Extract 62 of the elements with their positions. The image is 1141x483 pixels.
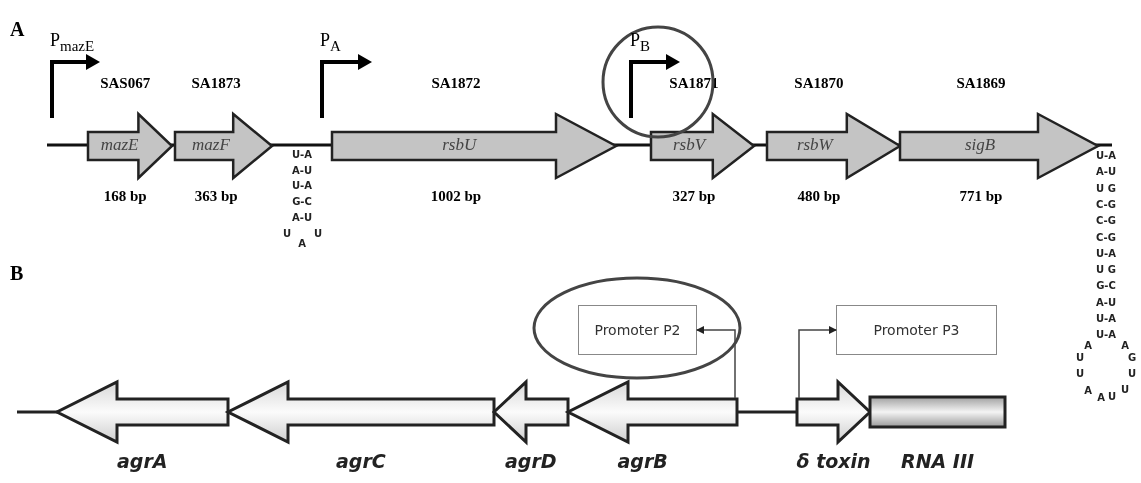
promoter-box: Promoter P3 [836, 305, 997, 355]
base-pair: C-G [1096, 198, 1116, 211]
base-letter: U [1120, 384, 1130, 396]
gene-length: 363 bp [194, 188, 238, 205]
gene-label: rsbV [673, 135, 706, 155]
promoter-label: P$_{A}$ [320, 30, 341, 55]
base-pair: U-A [1096, 313, 1116, 325]
gene-label: δ toxin [796, 450, 871, 472]
base-pair: A-U [292, 164, 312, 177]
connector-arrow [798, 326, 837, 399]
promoter-label: P$_{mazE}$ [50, 30, 95, 55]
base-pair: G-C [1096, 280, 1116, 293]
connector-arrow [696, 326, 736, 399]
base-letter: U [1107, 391, 1117, 403]
panel-letter: A [10, 18, 25, 41]
base-letter: A [298, 238, 306, 250]
gene-label: rsbW [796, 135, 833, 155]
gene-label: RNA III [901, 450, 975, 472]
locus-tag: SA1870 [794, 75, 844, 92]
base-pair: U G [1096, 264, 1116, 277]
base-letter: A [1121, 340, 1129, 352]
gene-length: 327 bp [672, 188, 716, 205]
base-letter: A [1084, 340, 1092, 352]
base-letter: U [313, 228, 323, 240]
gene-label: agrD [505, 450, 557, 472]
base-letter: A [1084, 385, 1092, 397]
base-pair: U-A [292, 149, 312, 161]
base-pair: C-G [1096, 215, 1116, 228]
locus-tag: SAS067 [100, 75, 151, 92]
base-pair: A-U [1096, 166, 1116, 179]
base-pair: C-G [1096, 231, 1116, 244]
base-pair: U-A [292, 180, 312, 193]
gene-label: rsbU [442, 135, 477, 155]
gene-label: mazE [100, 135, 139, 155]
gene-label: sigB [964, 135, 996, 155]
base-pair: G-C [292, 196, 312, 209]
locus-tag: SA1873 [191, 75, 241, 92]
gene-label: mazF [192, 135, 230, 155]
base-pair: U G [1096, 182, 1116, 195]
gene-length: 1002 bp [430, 188, 482, 205]
promoter-box: Promoter P2 [578, 305, 697, 355]
gene-length: 480 bp [797, 188, 841, 205]
gene-label: agrC [336, 450, 386, 472]
base-pair: U-A [1096, 329, 1116, 342]
base-pair: U-A [1096, 247, 1116, 260]
base-pair: U-A [1096, 150, 1116, 162]
base-pair: A-U [1096, 296, 1116, 309]
locus-tag: SA1872 [431, 75, 481, 92]
base-letter: G [1127, 352, 1137, 364]
base-letter: U [282, 228, 292, 240]
gene-length: 771 bp [959, 188, 1003, 205]
locus-tag: SA1869 [956, 75, 1006, 92]
promoter-label: P$_{B}$ [630, 30, 651, 55]
gene-length: 168 bp [103, 188, 147, 205]
gene-label: agrB [617, 450, 668, 472]
base-pair: A-U [292, 211, 312, 224]
base-letter: U [1075, 352, 1085, 364]
base-letter: U [1075, 368, 1085, 380]
panel-letter: B [10, 262, 24, 285]
gene-label: agrA [117, 450, 168, 472]
base-letter: A [1097, 392, 1105, 404]
base-letter: U [1127, 368, 1137, 380]
